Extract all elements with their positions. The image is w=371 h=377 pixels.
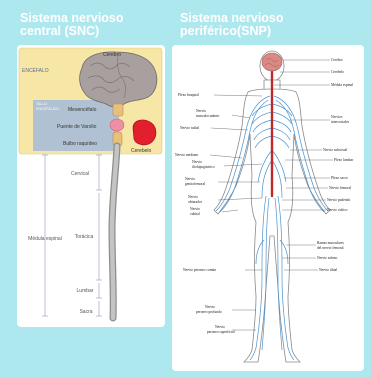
femoral-label: Nervio femoral — [329, 186, 351, 190]
cubital-label-line1: Nervio — [190, 207, 200, 211]
plexo-sacro-label: Plexo sacro — [331, 176, 348, 180]
peroneo-comun-label: Nervio peroneo común — [183, 268, 216, 272]
plexo-lumbar-label: Plexo lumbar — [334, 158, 354, 162]
subcostal-label: Nervio subcostal — [323, 148, 347, 152]
iliohipogastrico-label-line1: Nervio — [192, 160, 202, 164]
snp-cerebro-label: Cerebro — [331, 58, 343, 62]
snp-cerebelo-label: Cerebelo — [331, 70, 344, 74]
genitofemoral-label-line2: genitofemoral — [185, 182, 205, 186]
ciatico-label: Nervio ciático — [327, 208, 348, 212]
safeno-label: Nervio safeno — [317, 256, 337, 260]
mediano-label: Nervio mediano — [175, 153, 198, 157]
pudendo-label: Nervio pudendo — [327, 198, 350, 202]
ramas-label-line2: del nervio femoral — [317, 246, 344, 250]
peroneo-profundo-label-line1: Nervio — [205, 305, 215, 309]
snp-medula-label: Médula espinal — [331, 83, 353, 87]
plexo-braquial-label: Plexo braquial — [178, 93, 199, 97]
tibial-label: Nervio tibial — [319, 268, 337, 272]
obturador-label-line2: obturador — [188, 200, 203, 204]
intercostales-label-line1: Nervios — [331, 115, 343, 119]
iliohipogastrico-label-line2: iliohipogástrico — [192, 165, 215, 169]
obturador-label-line1: Nervio — [188, 195, 198, 199]
genitofemoral-label-line1: Nervio — [185, 177, 195, 181]
radial-label: Nervio radial — [180, 126, 199, 130]
cubital-label-line2: cubital — [190, 212, 200, 216]
peroneo-superficial-label-line2: peroneo superficial — [207, 330, 235, 334]
ramas-label-line1: Ramas musculares — [317, 241, 344, 245]
musculocutaneo-label-line1: Nervio — [196, 109, 206, 113]
peroneo-superficial-label-line1: Nervio — [215, 325, 225, 329]
musculocutaneo-label-line2: musculocutáneo — [196, 114, 220, 118]
peroneo-profundo-label-line2: peroneo profundo — [196, 310, 222, 314]
intercostales-label-line2: intercostales — [331, 120, 350, 124]
snp-brain-shape — [262, 53, 282, 71]
